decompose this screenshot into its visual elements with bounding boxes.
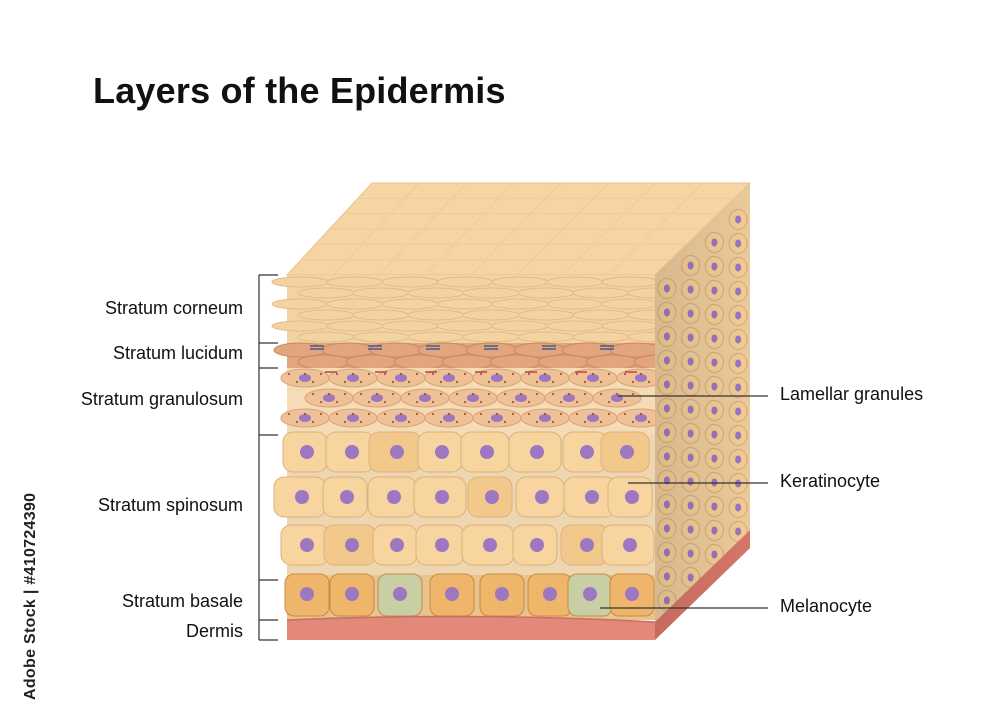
- label-lamellar-granules: Lamellar granules: [780, 384, 924, 404]
- layer-brackets: [258, 274, 278, 641]
- dermis-layer: [287, 616, 655, 640]
- side-face: [655, 183, 750, 640]
- top-face-texture: [301, 182, 735, 276]
- label-stratum-spinosum: Stratum spinosum: [97, 495, 243, 515]
- diagram-title: Layers of the Epidermis: [93, 70, 506, 111]
- label-dermis: Dermis: [186, 621, 243, 641]
- granulosum-cells: [280, 368, 666, 428]
- front-face: [271, 275, 687, 640]
- spinosum-cells: [273, 431, 655, 566]
- label-stratum-granulosum: Stratum granulosum: [80, 389, 243, 409]
- basale-cells: [284, 573, 655, 617]
- label-keratinocyte: Keratinocyte: [780, 471, 881, 491]
- label-stratum-corneum: Stratum corneum: [104, 298, 243, 318]
- label-stratum-lucidum: Stratum lucidum: [112, 343, 243, 363]
- lucidum-cells: [273, 342, 687, 370]
- label-melanocyte: Melanocyte: [780, 596, 873, 616]
- callout-lines: [600, 395, 768, 609]
- label-stratum-basale: Stratum basale: [121, 591, 243, 611]
- stock-watermark: Adobe Stock | #410724390: [22, 492, 39, 700]
